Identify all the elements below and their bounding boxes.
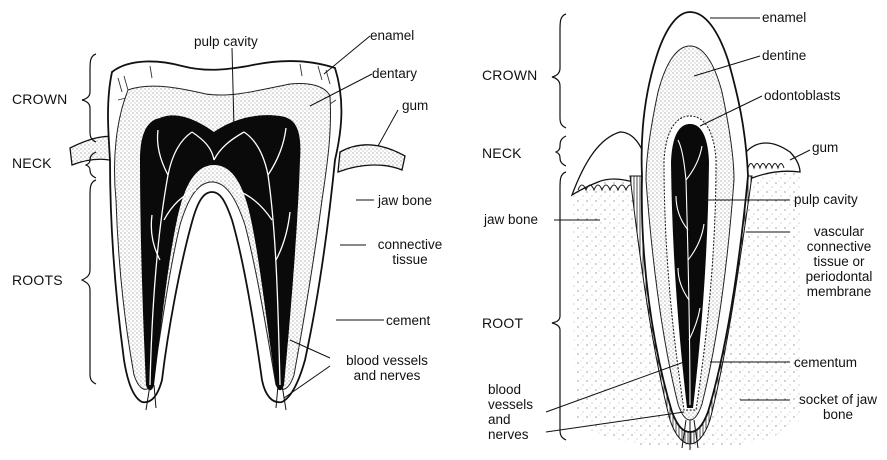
- socket-line-2: bone: [790, 407, 886, 422]
- blood-vessels-right-line-1: blood: [488, 382, 533, 397]
- label-gum-right: gum: [812, 140, 838, 155]
- label-socket-right: socket of jaw bone: [790, 392, 886, 422]
- blood-vessels-left-line-1: blood vessels: [332, 353, 442, 368]
- blood-vessels-right-line-4: nerves: [488, 427, 533, 442]
- label-dentine-right: dentine: [762, 48, 806, 63]
- label-enamel-right: enamel: [762, 10, 806, 25]
- vascular-line-4: periodontal: [792, 269, 886, 284]
- right-brackets: [552, 14, 566, 440]
- left-brackets: [82, 54, 96, 384]
- connective-tissue-line-1: connective: [368, 237, 452, 252]
- label-enamel-left: enamel: [370, 28, 414, 43]
- label-dentary-left: dentary: [372, 66, 417, 81]
- label-vascular-right: vascular connective tissue or periodonta…: [792, 224, 886, 299]
- vascular-line-1: vascular: [792, 224, 886, 239]
- connective-tissue-line-2: tissue: [368, 252, 452, 267]
- vascular-line-2: connective: [792, 239, 886, 254]
- left-gum-right: [338, 145, 405, 172]
- blood-vessels-left-line-2: and nerves: [332, 368, 442, 383]
- label-jaw-bone-left: jaw bone: [378, 193, 432, 208]
- label-roots-left: ROOTS: [12, 273, 63, 288]
- blood-vessels-right-line-3: and: [488, 412, 533, 427]
- label-crown-right: CROWN: [482, 68, 537, 83]
- label-neck-right: NECK: [482, 146, 522, 161]
- label-crown-left: CROWN: [12, 92, 67, 107]
- label-neck-left: NECK: [12, 156, 52, 171]
- socket-line-1: socket of jaw: [790, 392, 886, 407]
- label-pulp-cavity-right: pulp cavity: [794, 192, 858, 207]
- label-blood-vessels-right: blood vessels and nerves: [488, 382, 533, 442]
- label-root-right: ROOT: [482, 316, 523, 331]
- label-cement-left: cement: [386, 313, 430, 328]
- label-odontoblasts-right: odontoblasts: [764, 88, 841, 103]
- label-cementum-right: cementum: [794, 355, 857, 370]
- label-jaw-bone-right: jaw bone: [484, 212, 538, 227]
- blood-vessels-right-line-2: vessels: [488, 397, 533, 412]
- vascular-line-5: membrane: [792, 284, 886, 299]
- incisor-diagram: [546, 12, 810, 450]
- label-connective-tissue-left: connective tissue: [368, 237, 452, 267]
- label-pulp-cavity-left: pulp cavity: [194, 34, 258, 49]
- label-gum-left: gum: [402, 98, 428, 113]
- label-blood-vessels-left: blood vessels and nerves: [332, 353, 442, 383]
- vascular-line-3: tissue or: [792, 254, 886, 269]
